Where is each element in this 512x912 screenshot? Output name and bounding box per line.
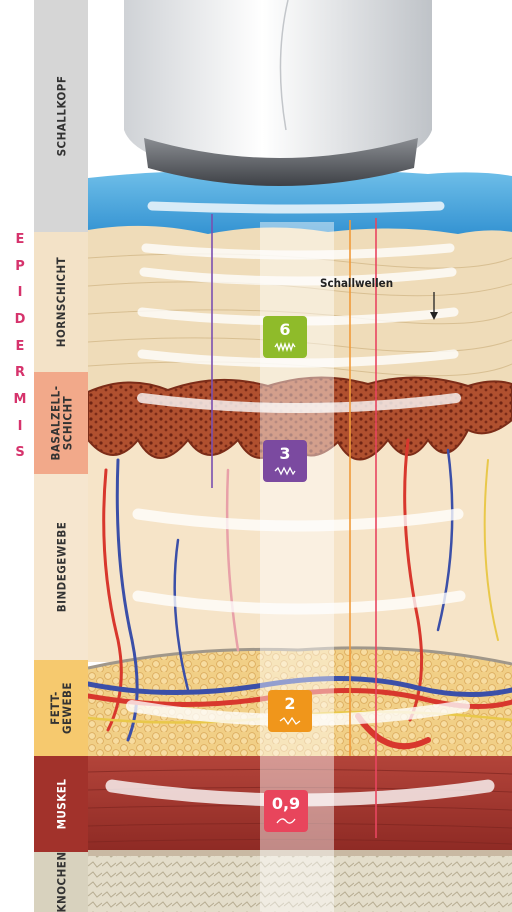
layer-band-basalzellschicht: BASALZELL-SCHICHT: [34, 372, 88, 474]
layer-label-fettgewebe: FETT-GEWEBE: [49, 682, 73, 734]
layer-label-bindegewebe: BINDEGEWEBE: [55, 522, 67, 613]
epidermis-letter: E: [10, 339, 30, 354]
layer-band-bindegewebe: BINDEGEWEBE: [34, 474, 88, 660]
wave-single-icon: [275, 816, 297, 826]
wave-dense-icon: [274, 342, 296, 352]
layer-band-schallkopf: SCHALLKOPF: [34, 0, 88, 232]
wave-sparse-icon: [279, 716, 301, 726]
layer-label-muskel: MUSKEL: [55, 779, 67, 830]
schallwellen-label: Schallwellen: [320, 276, 393, 290]
epidermis-letter: D: [10, 312, 30, 327]
layer-band-fettgewebe: FETT-GEWEBE: [34, 660, 88, 756]
frequency-badge-2: 2: [268, 690, 312, 732]
epidermis-letter: I: [10, 285, 30, 300]
frequency-value: 0,9: [264, 793, 308, 815]
layer-label-knochen: KNOCHEN: [55, 852, 67, 912]
epidermis-letter: S: [10, 445, 30, 460]
layer-band-muskel: MUSKEL: [34, 756, 88, 852]
frequency-badge-3: 3: [263, 440, 307, 482]
layer-label-schallkopf: SCHALLKOPF: [55, 76, 67, 157]
epidermis-label: EPIDERMIS: [10, 232, 30, 472]
layer-band-hornschicht: HORNSCHICHT: [34, 232, 88, 372]
wave-medium-icon: [274, 466, 296, 476]
frequency-badge-6: 6: [263, 316, 307, 358]
frequency-badge-0-9: 0,9: [264, 790, 308, 832]
frequency-value: 3: [263, 443, 307, 465]
epidermis-letter: R: [10, 365, 30, 380]
epidermis-letter: I: [10, 419, 30, 434]
epidermis-letter: M: [10, 392, 30, 407]
layer-label-hornschicht: HORNSCHICHT: [55, 257, 67, 347]
layer-band-knochen: KNOCHEN: [34, 852, 88, 912]
epidermis-letter: P: [10, 259, 30, 274]
frequency-value: 2: [268, 693, 312, 715]
frequency-value: 6: [263, 319, 307, 341]
layer-label-column: EPIDERMIS SCHALLKOPF HORNSCHICHT BASALZE…: [0, 0, 88, 912]
epidermis-letter: E: [10, 232, 30, 247]
layer-label-basalzellschicht: BASALZELL-SCHICHT: [49, 386, 73, 461]
